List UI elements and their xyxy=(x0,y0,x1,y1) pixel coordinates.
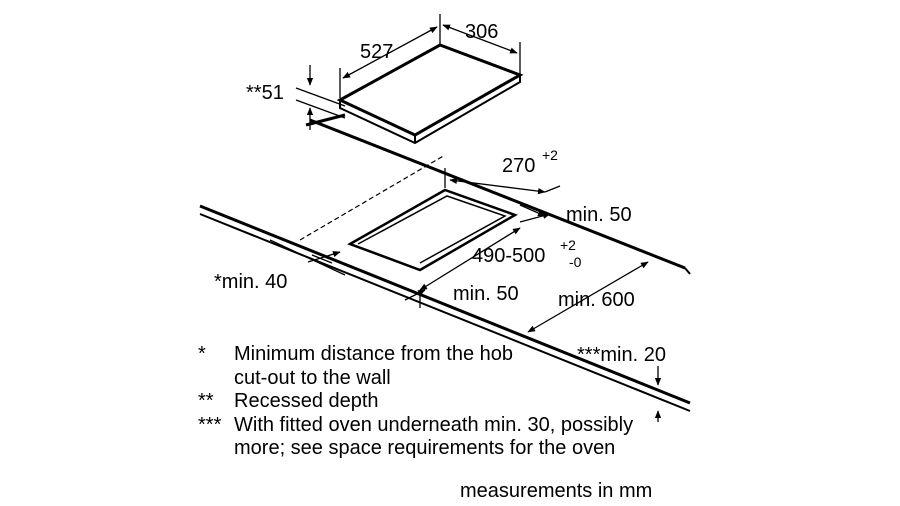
min-depth-label: min. 600 xyxy=(558,289,635,311)
cutout-width-tolerance: +2 xyxy=(542,147,558,163)
footnotes: * Minimum distance from the hob cut-out … xyxy=(198,343,718,461)
cutout-length-tol-plus: +2 xyxy=(560,237,576,253)
footnote: ** Recessed depth xyxy=(198,390,718,414)
footnote-text: Minimum distance from the hob cut-out to… xyxy=(234,343,514,389)
min-wall-label: *min. 40 xyxy=(214,271,287,293)
hob-dimensions xyxy=(295,14,521,130)
recess-depth-label: **51 xyxy=(246,82,284,104)
footnote-mark: ** xyxy=(198,390,214,412)
cutout-length-label: 490-500 xyxy=(472,245,545,267)
min-thickness-label: ***min. 20 xyxy=(577,344,666,366)
footnote: *** With fitted oven underneath min. 30,… xyxy=(198,414,718,461)
width-label: 306 xyxy=(465,21,498,43)
cutout-length-tol-minus: -0 xyxy=(569,254,582,270)
footnote-text: With fitted oven underneath min. 30, pos… xyxy=(234,413,634,460)
min-front-label: min. 50 xyxy=(453,283,519,305)
units-note: measurements in mm xyxy=(460,480,653,502)
footnote-mark: *** xyxy=(198,413,222,436)
min-back-label: min. 50 xyxy=(566,204,632,226)
hob-drawing xyxy=(305,43,524,145)
cutout-width-label: 270 xyxy=(502,155,535,177)
footnote-mark: * xyxy=(198,343,206,365)
length-label: 527 xyxy=(360,41,393,63)
footnote: * Minimum distance from the hob cut-out … xyxy=(198,343,718,390)
cutout-dimensions xyxy=(269,168,662,422)
footnote-text: Recessed depth xyxy=(234,390,379,412)
